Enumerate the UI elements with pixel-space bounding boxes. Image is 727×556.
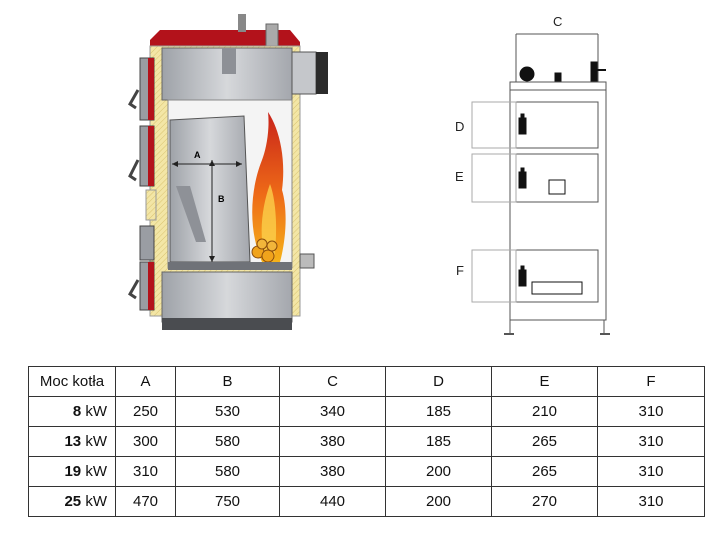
header-d: D [385,366,492,397]
cell-b: 580 [175,426,280,457]
cell-a: 300 [115,426,176,457]
cell-e: 265 [491,456,598,487]
baffle [222,48,236,74]
label-b: B [218,194,225,204]
row-power: 8 kW [28,396,116,427]
cell-b: 530 [175,396,280,427]
base [162,318,292,330]
dimension-a: A [172,150,242,167]
cell-f: 310 [597,396,705,427]
cell-c: 380 [279,456,386,487]
header-power: Moc kotła [28,366,116,397]
label-f: F [456,263,464,278]
top-casing [150,30,300,50]
dimensions-table: Moc kotła A B C D E F 8 kW 250 530 340 1… [28,366,705,517]
row-power: 13 kW [28,426,116,457]
cell-c: 440 [279,486,386,517]
cell-e: 210 [491,396,598,427]
cell-a: 310 [115,456,176,487]
cell-a: 250 [115,396,176,427]
grate [168,262,292,270]
table-row: 19 kW 310 580 380 200 265 310 [28,456,705,487]
table-row: 13 kW 300 580 380 185 265 310 [28,426,705,457]
row-power: 25 kW [28,486,116,517]
top-pipe-right [265,23,279,47]
cell-e: 270 [491,486,598,517]
boiler-diagrams: A B [128,14,610,335]
boiler-cross-section: A B [128,14,328,330]
ash-pan [161,271,293,323]
dimension-b: B [209,160,225,262]
cell-d: 200 [385,486,492,517]
front-doors [128,57,157,311]
boiler-figure: A B [128,14,610,335]
cell-b: 580 [175,456,280,487]
cell-b: 750 [175,486,280,517]
label-a: A [194,150,201,160]
cell-d: 200 [385,456,492,487]
cell-c: 380 [279,426,386,457]
cell-c: 340 [279,396,386,427]
label-e: E [455,169,464,184]
label-c: C [553,14,562,29]
cell-f: 310 [597,456,705,487]
cell-a: 470 [115,486,176,517]
cell-f: 310 [597,486,705,517]
table-row: 8 kW 250 530 340 185 210 310 [28,396,705,427]
header-f: F [597,366,705,397]
flame [252,112,286,262]
flue-collar [291,51,317,95]
flue-outlet [316,52,328,94]
table-row: 25 kW 470 750 440 200 270 310 [28,486,705,517]
cell-e: 265 [491,426,598,457]
top-pipe-left [238,14,246,32]
logs [251,238,278,263]
header-a: A [115,366,176,397]
header-e: E [491,366,598,397]
row-power: 19 kW [28,456,116,487]
header-b: B [175,366,280,397]
cell-f: 310 [597,426,705,457]
table-header-row: Moc kotła A B C D E F [28,366,705,397]
label-d: D [455,119,464,134]
cell-d: 185 [385,426,492,457]
return-pipe [299,253,315,269]
boiler-front-view [471,33,610,335]
grate-slope [176,186,206,242]
header-c: C [279,366,386,397]
cell-d: 185 [385,396,492,427]
